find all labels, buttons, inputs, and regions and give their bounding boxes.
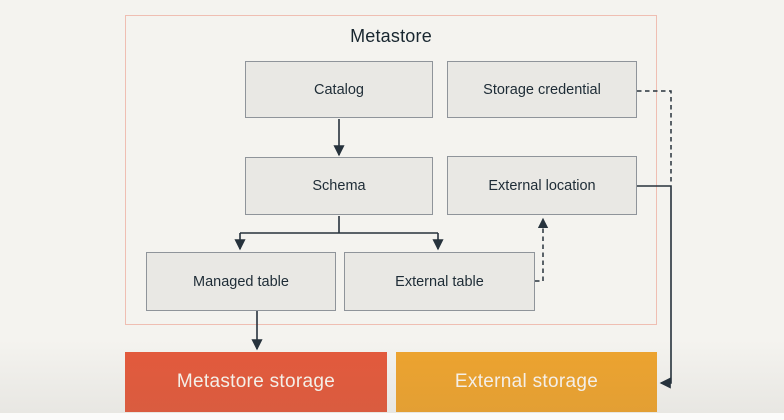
node-external-table-label: External table xyxy=(395,273,484,290)
node-managed-table: Managed table xyxy=(146,252,336,311)
node-storage-credential: Storage credential xyxy=(447,61,637,118)
node-external-location-label: External location xyxy=(488,177,596,194)
bottom-gradient-shade xyxy=(0,340,784,413)
external-storage-label: External storage xyxy=(454,371,599,392)
node-catalog: Catalog xyxy=(245,61,433,118)
bottom-white-strip xyxy=(0,413,784,420)
metastore-storage-label: Metastore storage xyxy=(176,371,336,392)
node-schema-label: Schema xyxy=(312,178,366,194)
external-storage-box: External storage xyxy=(396,352,657,412)
node-storage-credential-label: Storage credential xyxy=(483,81,601,98)
metastore-title: Metastore xyxy=(350,26,432,46)
node-catalog-label: Catalog xyxy=(314,81,364,98)
node-external-table: External table xyxy=(344,252,535,311)
metastore-storage-box: Metastore storage xyxy=(125,352,387,412)
node-schema: Schema xyxy=(245,157,433,215)
node-managed-table-label: Managed table xyxy=(193,273,289,290)
node-external-location: External location xyxy=(447,156,637,215)
